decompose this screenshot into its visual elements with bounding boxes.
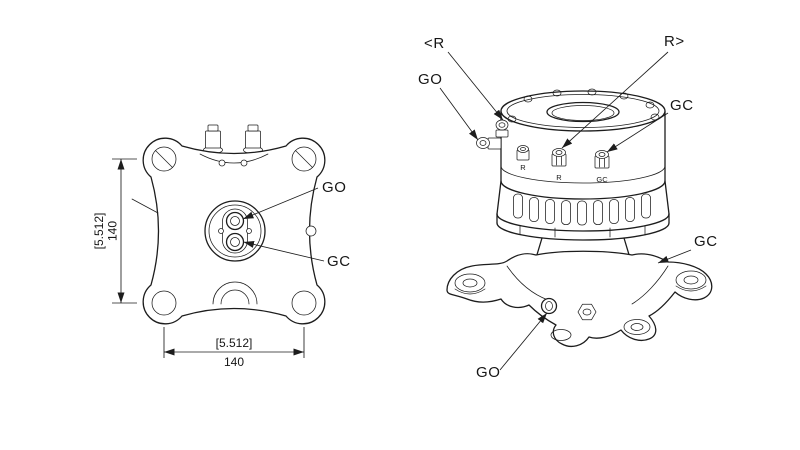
slotted-cage	[496, 180, 670, 226]
edge-pin-hole	[305, 225, 317, 237]
label-gc-left: GC	[327, 253, 351, 270]
label-go-left: GO	[322, 179, 347, 196]
leader-r-right	[561, 51, 669, 149]
leader-go-top	[439, 87, 479, 141]
base-port-go-hole	[540, 297, 558, 315]
dimension-vertical: [5.512] 140	[92, 158, 137, 304]
label-gc-top: GC	[670, 97, 694, 114]
base-boss-front-left	[550, 329, 572, 341]
fitting-gc	[595, 150, 609, 159]
flange-ring	[496, 213, 670, 241]
dim-vertical-bracket: [5.512]	[92, 213, 106, 250]
leader-gc-top	[606, 112, 669, 153]
base-boss-right	[675, 270, 707, 290]
label-gc-side: GC	[694, 233, 718, 250]
base-hex-plug	[577, 303, 597, 321]
center-port-block	[204, 200, 266, 262]
port-mark-r1: R	[520, 163, 526, 172]
port-mark-gc: GC	[596, 175, 608, 184]
fitting-r-mid	[552, 148, 566, 157]
leader-go-bottom	[499, 312, 548, 371]
top-bolt-holes	[507, 88, 660, 123]
edge-chamfer-line	[131, 198, 159, 214]
label-go-top: GO	[418, 71, 443, 88]
leader-r-left	[447, 51, 504, 121]
leader-gc-side	[657, 249, 692, 264]
dim-horizontal-value: 140	[224, 355, 244, 369]
star-base	[446, 250, 713, 348]
dimension-horizontal: [5.512] 140	[163, 327, 305, 369]
callouts: <R R> GO GC GC GO	[418, 33, 718, 381]
base-boss-front-right	[623, 319, 651, 335]
center-bore	[546, 101, 620, 123]
leader-gc-left	[243, 241, 325, 262]
hydraulic-fittings: R R GC	[476, 119, 610, 184]
label-r-right: R>	[664, 33, 685, 50]
dim-vertical-value: 140	[106, 221, 120, 241]
top-plugs	[203, 124, 263, 154]
base-outline	[446, 250, 713, 348]
base-boss-left	[454, 273, 486, 293]
label-go-bottom: GO	[476, 364, 501, 381]
fitting-r-front	[517, 145, 529, 153]
flange-top-view: GO GC [5.512] 140 [5.512] 140	[92, 124, 351, 369]
dim-horizontal-bracket: [5.512]	[216, 336, 253, 350]
port-mark-r2: R	[556, 173, 562, 182]
leader-go-left	[242, 187, 319, 220]
fitting-r-left	[495, 119, 509, 131]
label-r-left: <R	[424, 35, 445, 52]
rotator-housing	[500, 88, 666, 200]
corner-bolt-holes	[151, 146, 317, 316]
fitting-go	[476, 137, 490, 149]
boss-arc	[199, 153, 269, 164]
housing-top-face	[500, 90, 666, 132]
rotator-assembly-view: R R GC	[418, 33, 718, 381]
